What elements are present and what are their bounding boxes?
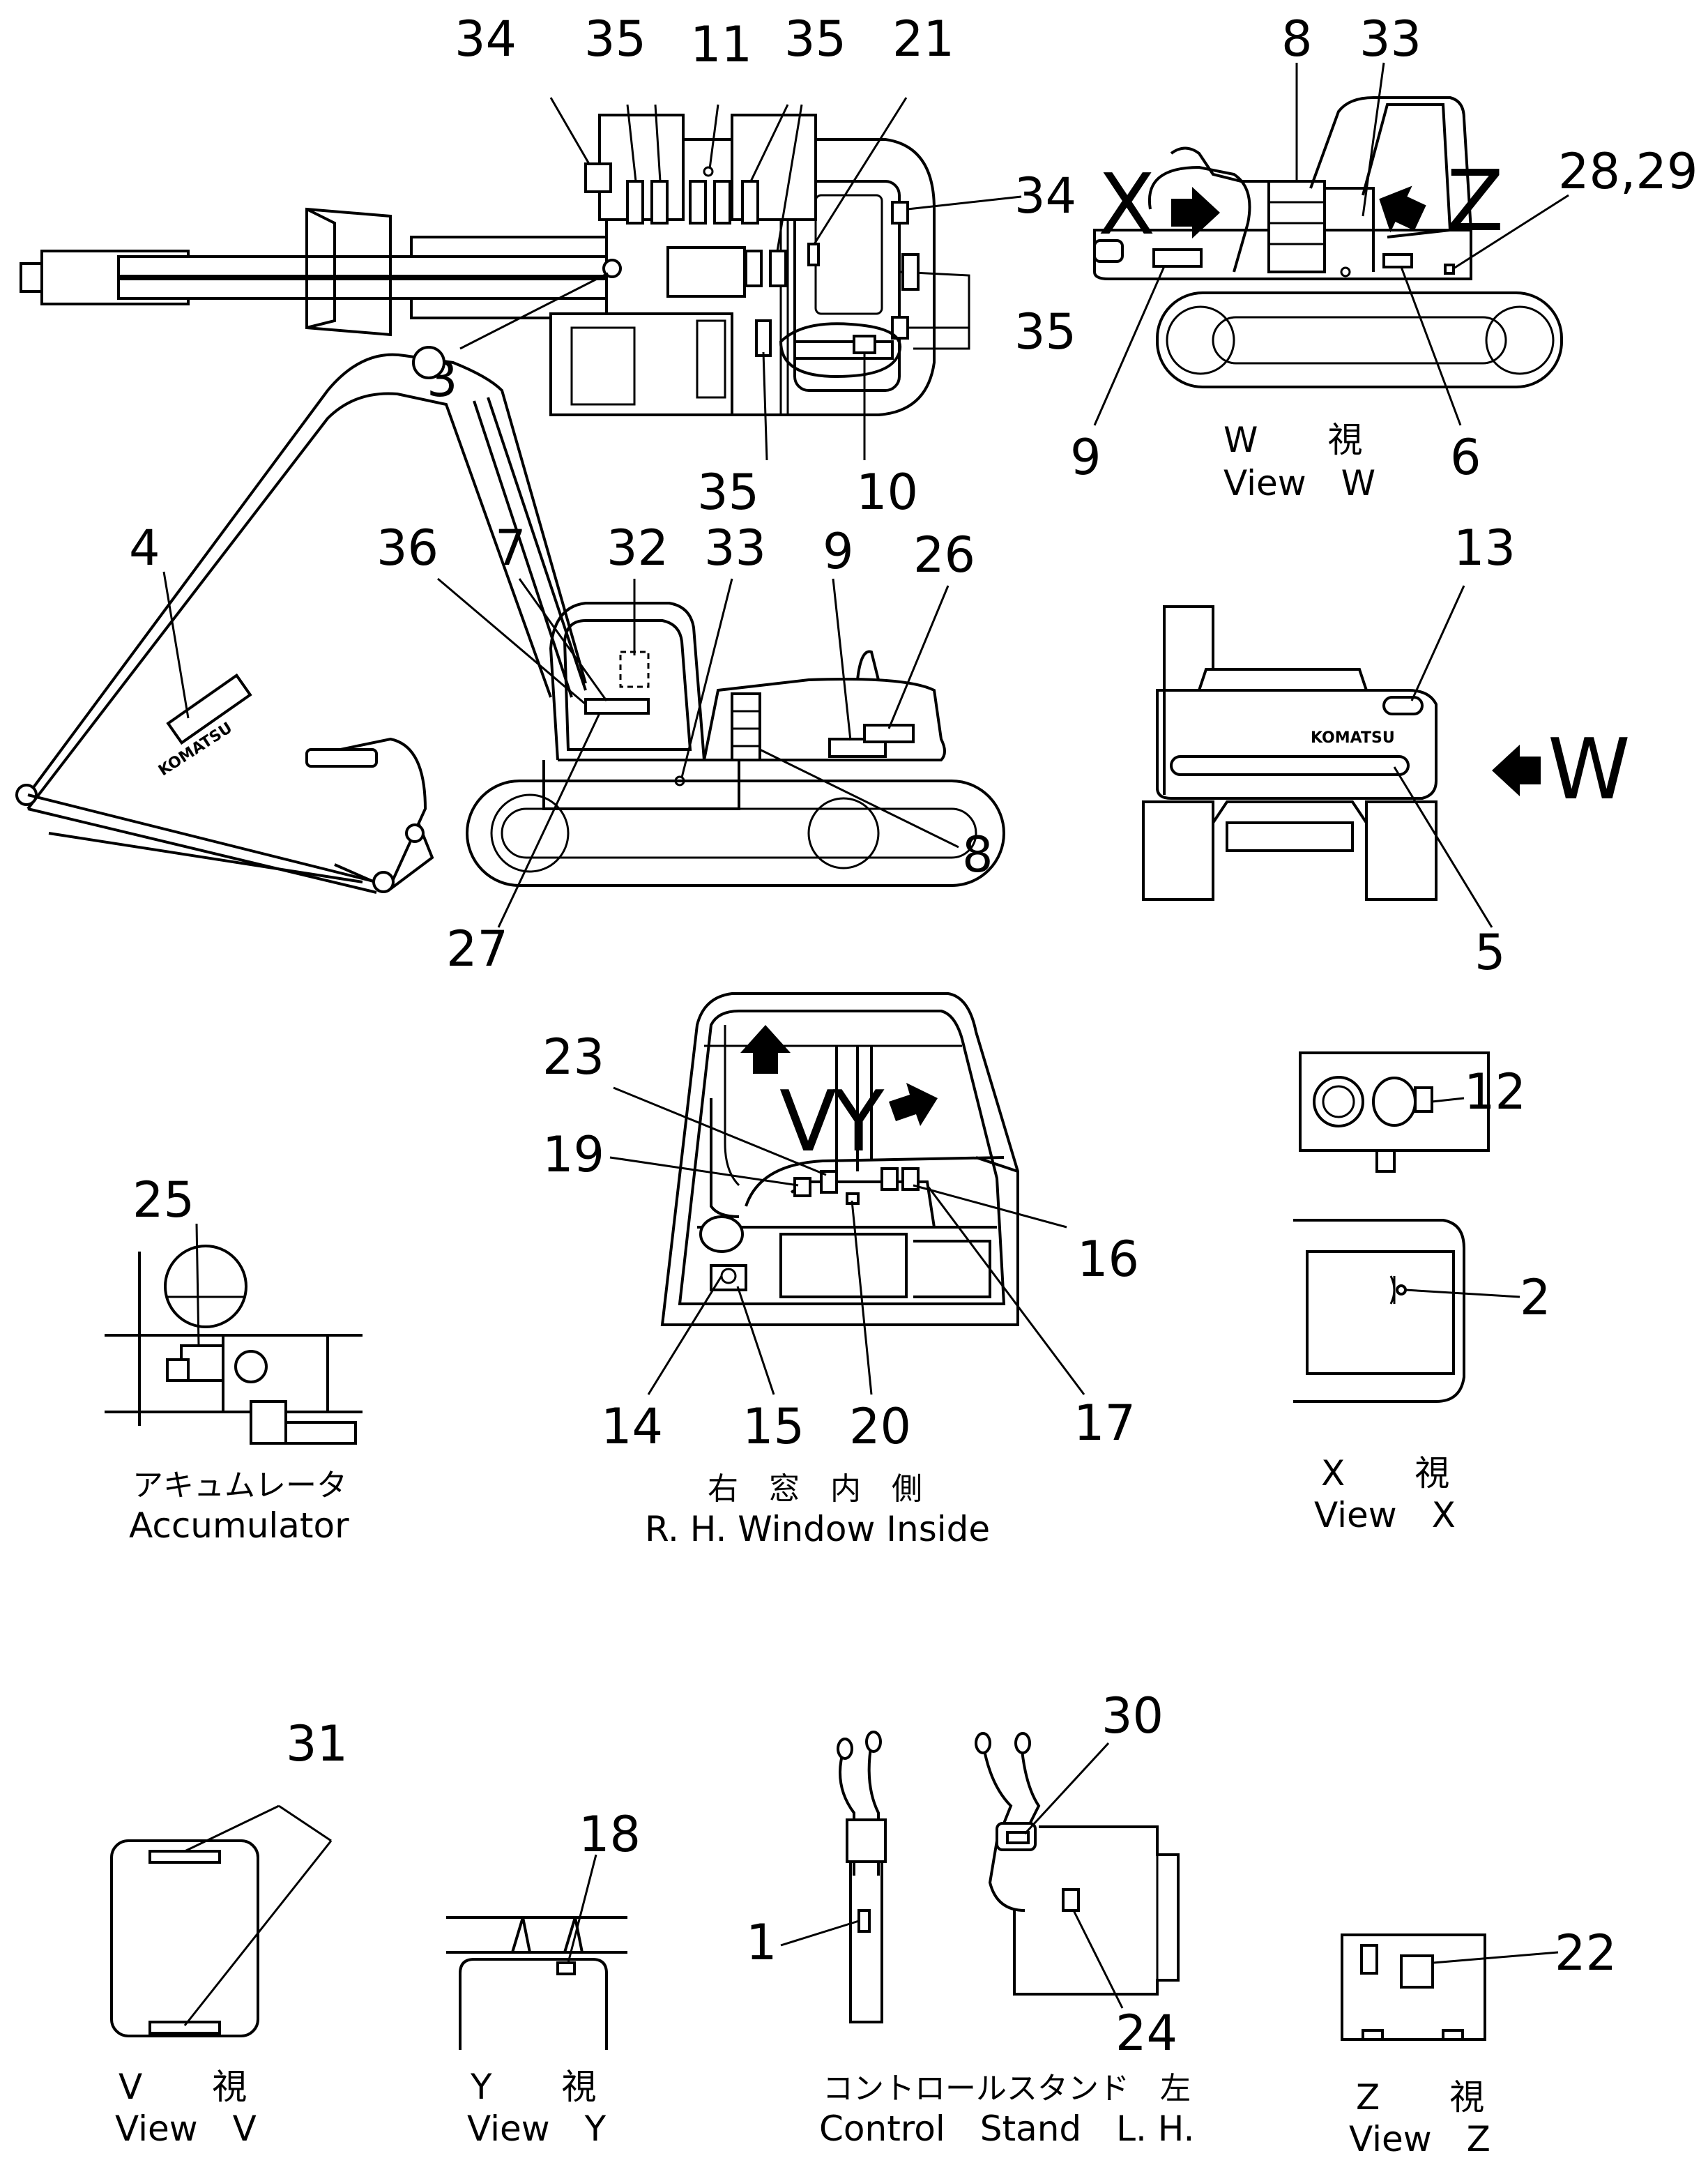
callout: 15 (742, 1398, 805, 1455)
callout: 12 (1464, 1063, 1526, 1120)
view-caption-jp: W 視 (1223, 420, 1362, 460)
callout: 21 (892, 10, 954, 68)
arrow-x-icon (1171, 187, 1220, 238)
callout: 9 (823, 523, 854, 580)
arrow-letter-x: X (1098, 157, 1155, 254)
top-view-upper-structure (549, 114, 970, 416)
control-stand-view: 30 1 24 コントロールスタンド 左 Control Stand L. H. (746, 1687, 1194, 2149)
callout: 35 (584, 10, 646, 68)
callout: 24 (1115, 2005, 1177, 2062)
view-caption-jp: V 視 (119, 2067, 247, 2107)
window-leader-lines (609, 1086, 1085, 1395)
callout: 22 (1555, 1924, 1617, 1982)
callout: 28,29 (1558, 143, 1698, 200)
view-caption-en: Accumulator (129, 1505, 349, 1546)
callout: 36 (376, 519, 439, 577)
view-caption-jp: 右 窓 内 側 (708, 1471, 922, 1507)
view-caption-jp: コントロールスタンド 左 (823, 2071, 1191, 2106)
callout: 17 (1074, 1395, 1136, 1452)
arrow-v-icon (740, 1025, 791, 1074)
callout: 7 (495, 519, 526, 577)
top-view: 34 35 11 35 21 34 35 35 10 3 (20, 10, 1076, 521)
callout: 30 (1101, 1687, 1164, 1745)
arrow-letter-w: W (1548, 722, 1631, 819)
view-z: 22 Z 視 View Z (1341, 1924, 1617, 2158)
view-caption-en: View X (1314, 1495, 1456, 1535)
callout: 25 (132, 1171, 195, 1229)
rear-view: KOMATSU W 13 5 (1142, 519, 1631, 981)
callout: 20 (849, 1398, 911, 1455)
arrow-letter-v: V (779, 1074, 837, 1171)
arrow-y-icon (889, 1083, 938, 1126)
view-caption-en: Control Stand L. H. (819, 2108, 1194, 2149)
rear-brand-text: KOMATSU (1311, 729, 1395, 747)
side-view-leader-lines (162, 571, 959, 928)
view-v: 31 V 視 View V (110, 1715, 348, 2149)
callout: 8 (962, 826, 993, 883)
view-caption-jp: Z 視 (1356, 2077, 1484, 2118)
view-w: X Z 8 33 28,29 9 6 W 視 View W (1070, 10, 1698, 503)
callout: 6 (1450, 429, 1481, 486)
callout: 26 (913, 526, 975, 584)
arrow-w-icon (1492, 745, 1541, 796)
callout: 11 (690, 16, 752, 73)
callout: 35 (1014, 303, 1076, 360)
callout: 31 (286, 1715, 348, 1772)
top-view-leader-lines (459, 97, 1022, 461)
side-view-machine (466, 602, 1005, 887)
callout: 23 (542, 1028, 604, 1086)
callout: 32 (607, 519, 669, 577)
callout: 5 (1474, 924, 1506, 981)
callout: 8 (1281, 10, 1313, 68)
view-w-leader-lines (1093, 62, 1569, 426)
view-caption-jp: Y 視 (470, 2067, 597, 2107)
view-caption-en: View Y (467, 2108, 607, 2149)
callout: 18 (579, 1806, 641, 1863)
callout: 2 (1520, 1269, 1551, 1326)
callout: 35 (697, 464, 759, 521)
view-caption-en: View V (115, 2108, 257, 2149)
view-y: 18 Y 視 View Y (446, 1806, 641, 2149)
callout: 35 (784, 10, 846, 68)
view-caption-jp: アキュムレータ (132, 1468, 347, 1503)
side-view: KOMATSU 4 36 7 32 33 9 26 8 27 (15, 346, 1005, 978)
view-caption-en: View Z (1349, 2119, 1490, 2158)
callout: 16 (1077, 1231, 1139, 1288)
arrow-z-icon (1379, 185, 1426, 233)
callout: 34 (455, 10, 517, 68)
window-inside-view: V Y 23 19 16 14 15 20 17 右 窓 内 側 R. H. W… (542, 992, 1139, 1549)
callout: 13 (1454, 519, 1516, 577)
callout: 33 (1359, 10, 1421, 68)
view-w-machine (1093, 96, 1563, 388)
callout: 33 (704, 519, 766, 577)
accumulator-view: 25 アキュムレータ Accumulator (105, 1171, 363, 1546)
callout: 34 (1014, 167, 1076, 225)
arrow-letter-z: Z (1447, 153, 1504, 250)
view-caption-en: R. H. Window Inside (645, 1509, 990, 1549)
view-caption-jp: X 視 (1321, 1453, 1449, 1494)
arrow-letter-y: Y (832, 1074, 885, 1171)
callout: 27 (446, 920, 508, 978)
callout: 10 (856, 464, 918, 521)
callout: 1 (746, 1914, 777, 1971)
callout: 19 (542, 1126, 604, 1183)
view-caption-en: View W (1223, 463, 1375, 503)
top-view-boom (20, 207, 608, 337)
view-x: 12 2 X 視 View X (1293, 1051, 1551, 1535)
callout: 14 (601, 1398, 663, 1455)
callout: 4 (129, 519, 160, 577)
callout: 9 (1070, 429, 1101, 486)
